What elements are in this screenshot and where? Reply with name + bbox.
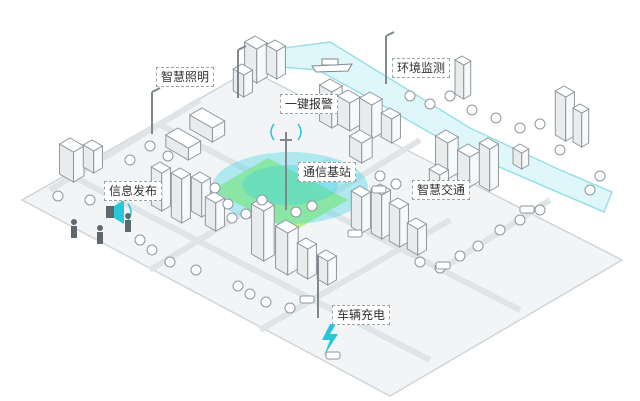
buildings-layer bbox=[58, 35, 590, 286]
tree-icon bbox=[466, 104, 478, 116]
building bbox=[164, 127, 202, 161]
tree-icon bbox=[52, 190, 64, 202]
building bbox=[82, 139, 104, 174]
building bbox=[58, 137, 85, 183]
building bbox=[348, 129, 374, 164]
tree-icon bbox=[454, 250, 466, 262]
building bbox=[512, 143, 530, 170]
car-icon bbox=[299, 185, 535, 360]
tree-icon bbox=[490, 112, 502, 124]
car-icon bbox=[325, 351, 341, 360]
building bbox=[358, 91, 384, 140]
building bbox=[456, 143, 482, 188]
tree-icon bbox=[256, 194, 268, 206]
building bbox=[232, 63, 254, 98]
trees-layer bbox=[52, 90, 606, 314]
building bbox=[454, 55, 472, 100]
lamp-post-icon bbox=[151, 31, 395, 318]
building bbox=[204, 191, 226, 232]
tree-icon bbox=[414, 256, 426, 268]
tree-icon bbox=[584, 184, 596, 196]
building bbox=[336, 89, 362, 132]
label-smart-traffic: 智慧交通 bbox=[412, 180, 471, 200]
tree-icon bbox=[164, 256, 176, 268]
tree-icon bbox=[554, 144, 566, 156]
building bbox=[265, 39, 287, 80]
label-base-station: 通信基站 bbox=[298, 162, 357, 182]
building bbox=[406, 217, 428, 256]
lightning-bolt-icon bbox=[322, 324, 338, 356]
building bbox=[388, 197, 410, 248]
label-vehicle-charging: 车辆充电 bbox=[332, 305, 391, 325]
label-environment-monitoring: 环境监测 bbox=[392, 58, 451, 78]
tree-icon bbox=[534, 204, 546, 216]
tree-icon bbox=[514, 122, 526, 134]
building bbox=[170, 167, 192, 224]
tree-icon bbox=[390, 178, 402, 190]
building bbox=[188, 107, 226, 143]
tree-icon bbox=[146, 244, 158, 256]
car-icon bbox=[299, 295, 315, 304]
car-icon bbox=[435, 261, 451, 270]
tree-icon bbox=[494, 224, 506, 236]
building bbox=[554, 85, 576, 142]
tree-icon bbox=[84, 194, 96, 206]
building bbox=[250, 197, 276, 262]
tree-icon bbox=[232, 280, 244, 292]
cell-tower-icon bbox=[280, 132, 292, 210]
building bbox=[296, 237, 318, 280]
car-icon bbox=[371, 185, 387, 194]
tree-icon bbox=[306, 200, 318, 212]
tree-icon bbox=[444, 90, 456, 102]
signal-wave-icon bbox=[270, 123, 302, 141]
tree-icon bbox=[244, 288, 256, 300]
building bbox=[380, 107, 402, 144]
tree-icon bbox=[162, 150, 174, 162]
building bbox=[350, 185, 372, 234]
tree-icon bbox=[134, 234, 146, 246]
tree-icon bbox=[290, 206, 302, 218]
building bbox=[316, 249, 338, 286]
park-area bbox=[212, 158, 348, 232]
tree-icon bbox=[534, 118, 546, 130]
label-info-release: 信息发布 bbox=[104, 181, 163, 201]
label-smart-lighting: 智慧照明 bbox=[156, 67, 215, 87]
tree-icon bbox=[284, 302, 296, 314]
tree-icon bbox=[260, 296, 272, 308]
tree-icon bbox=[226, 212, 238, 224]
tree-icon bbox=[424, 98, 436, 110]
tree-icon bbox=[124, 154, 136, 166]
label-one-key-alarm: 一键报警 bbox=[280, 94, 339, 114]
boat-icon bbox=[311, 58, 353, 73]
building bbox=[478, 137, 500, 192]
tree-icon bbox=[144, 140, 156, 152]
building bbox=[572, 103, 590, 148]
tree-icon bbox=[374, 170, 386, 182]
tree-icon bbox=[222, 198, 234, 210]
tree-icon bbox=[594, 170, 606, 182]
car-icon bbox=[519, 205, 535, 214]
building bbox=[274, 219, 300, 276]
person-icon bbox=[71, 213, 131, 244]
tree-icon bbox=[472, 240, 484, 252]
tree-icon bbox=[209, 182, 221, 194]
tree-icon bbox=[190, 264, 202, 276]
tree-icon bbox=[240, 208, 252, 220]
tree-icon bbox=[514, 214, 526, 226]
car-icon bbox=[347, 229, 363, 238]
tree-icon bbox=[404, 90, 416, 102]
